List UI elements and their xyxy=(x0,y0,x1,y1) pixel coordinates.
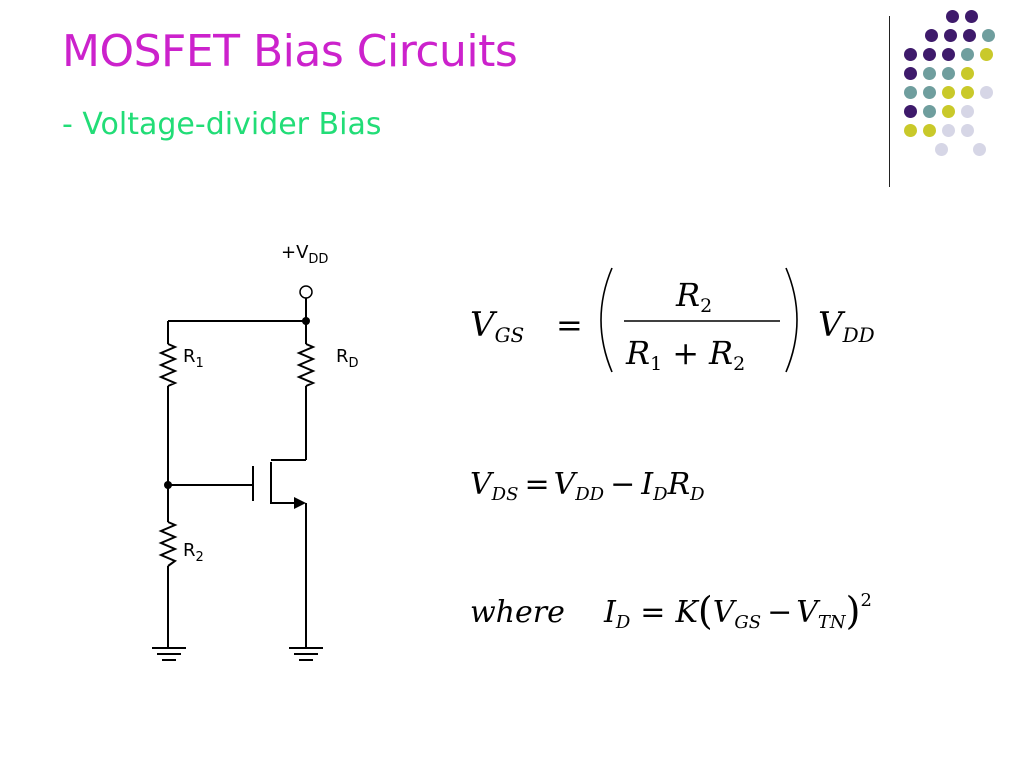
decorative-dot xyxy=(961,105,974,118)
decorative-dot xyxy=(942,48,955,61)
id-expression: ID=K(VGS−VTN)2 xyxy=(603,589,872,633)
vgs-denominator: R1+R2 xyxy=(625,334,745,375)
decorative-dot xyxy=(980,86,993,99)
r1-label: R1 xyxy=(183,346,204,371)
decorative-dot xyxy=(944,29,957,42)
decorative-dot xyxy=(946,10,959,23)
divider-line xyxy=(889,16,890,187)
decorative-dot xyxy=(961,86,974,99)
junction-dot-top xyxy=(302,317,310,325)
resistor-r2 xyxy=(158,521,178,567)
vgs-right-paren xyxy=(785,267,798,373)
decorative-dot-grid xyxy=(900,10,1010,170)
decorative-dot xyxy=(982,29,995,42)
decorative-dot xyxy=(904,48,917,61)
decorative-dot xyxy=(935,143,948,156)
decorative-dot xyxy=(961,124,974,137)
rd-label: RD xyxy=(336,346,359,371)
decorative-dot xyxy=(923,105,936,118)
mosfet-source-arrow xyxy=(294,497,306,509)
slide-title: MOSFET Bias Circuits xyxy=(62,26,518,77)
decorative-dot xyxy=(904,124,917,137)
decorative-dot xyxy=(923,86,936,99)
vdd-label: +VDD xyxy=(281,242,328,267)
decorative-dot xyxy=(963,29,976,42)
decorative-dot xyxy=(980,48,993,61)
vgs-equals: = xyxy=(556,306,583,344)
vgs-lhs: VGS xyxy=(470,305,524,347)
decorative-dot xyxy=(961,67,974,80)
decorative-dot xyxy=(923,67,936,80)
decorative-dot xyxy=(923,124,936,137)
decorative-dot xyxy=(942,124,955,137)
slide-subtitle: - Voltage-divider Bias xyxy=(62,107,382,142)
resistor-rd xyxy=(296,343,316,387)
r2-label: R2 xyxy=(183,540,204,565)
decorative-dot xyxy=(965,10,978,23)
vgs-numerator: R2 xyxy=(675,276,712,317)
decorative-dot xyxy=(925,29,938,42)
decorative-dot xyxy=(942,67,955,80)
decorative-dot xyxy=(973,143,986,156)
vgs-left-paren xyxy=(600,267,613,373)
decorative-dot xyxy=(942,86,955,99)
vgs-rhs: VDD xyxy=(818,305,875,347)
decorative-dot xyxy=(904,67,917,80)
vds-expression: VDS=VDD−IDRD xyxy=(470,467,705,505)
decorative-dot xyxy=(942,105,955,118)
id-where: where xyxy=(470,595,565,630)
decorative-dot xyxy=(904,105,917,118)
decorative-dot xyxy=(923,48,936,61)
decorative-dot xyxy=(961,48,974,61)
junction-dot-gate xyxy=(164,481,172,489)
decorative-dot xyxy=(904,86,917,99)
resistor-r1 xyxy=(158,343,178,387)
